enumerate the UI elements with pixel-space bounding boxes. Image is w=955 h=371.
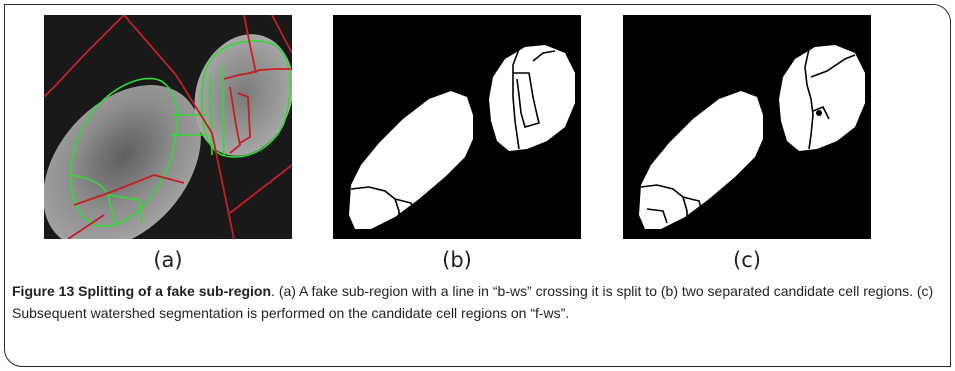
panel-label-a: (a): [153, 248, 183, 272]
cell-region-left: [349, 91, 473, 229]
panel-label-b: (b): [442, 248, 472, 272]
figure-number: Figure 13: [12, 283, 75, 299]
figure-caption: Figure 13 Splitting of a fake sub-region…: [12, 280, 937, 324]
panel-c-watershed-segmentation: [623, 15, 871, 239]
figure-title: Splitting of a fake sub-region: [78, 283, 272, 299]
panel-label-c: (c): [733, 248, 761, 272]
cell-region-right: [489, 45, 575, 151]
microscopy-image: [44, 15, 292, 239]
segmentation-seed-dot: [816, 110, 822, 116]
cell-region-right: [779, 45, 865, 151]
caption-body: . (a) A fake sub-region with a line in “…: [12, 283, 934, 321]
segmentation-boundaries: [640, 48, 856, 229]
panel-a-microscopy-image: [44, 15, 292, 239]
binary-mask-image: [333, 15, 581, 239]
red-watershed-lines: [44, 15, 292, 239]
watershed-segmentation-image: [623, 15, 871, 239]
cell-region-left: [639, 91, 763, 229]
mask-boundaries: [350, 48, 556, 229]
panel-b-binary-mask: [333, 15, 581, 239]
